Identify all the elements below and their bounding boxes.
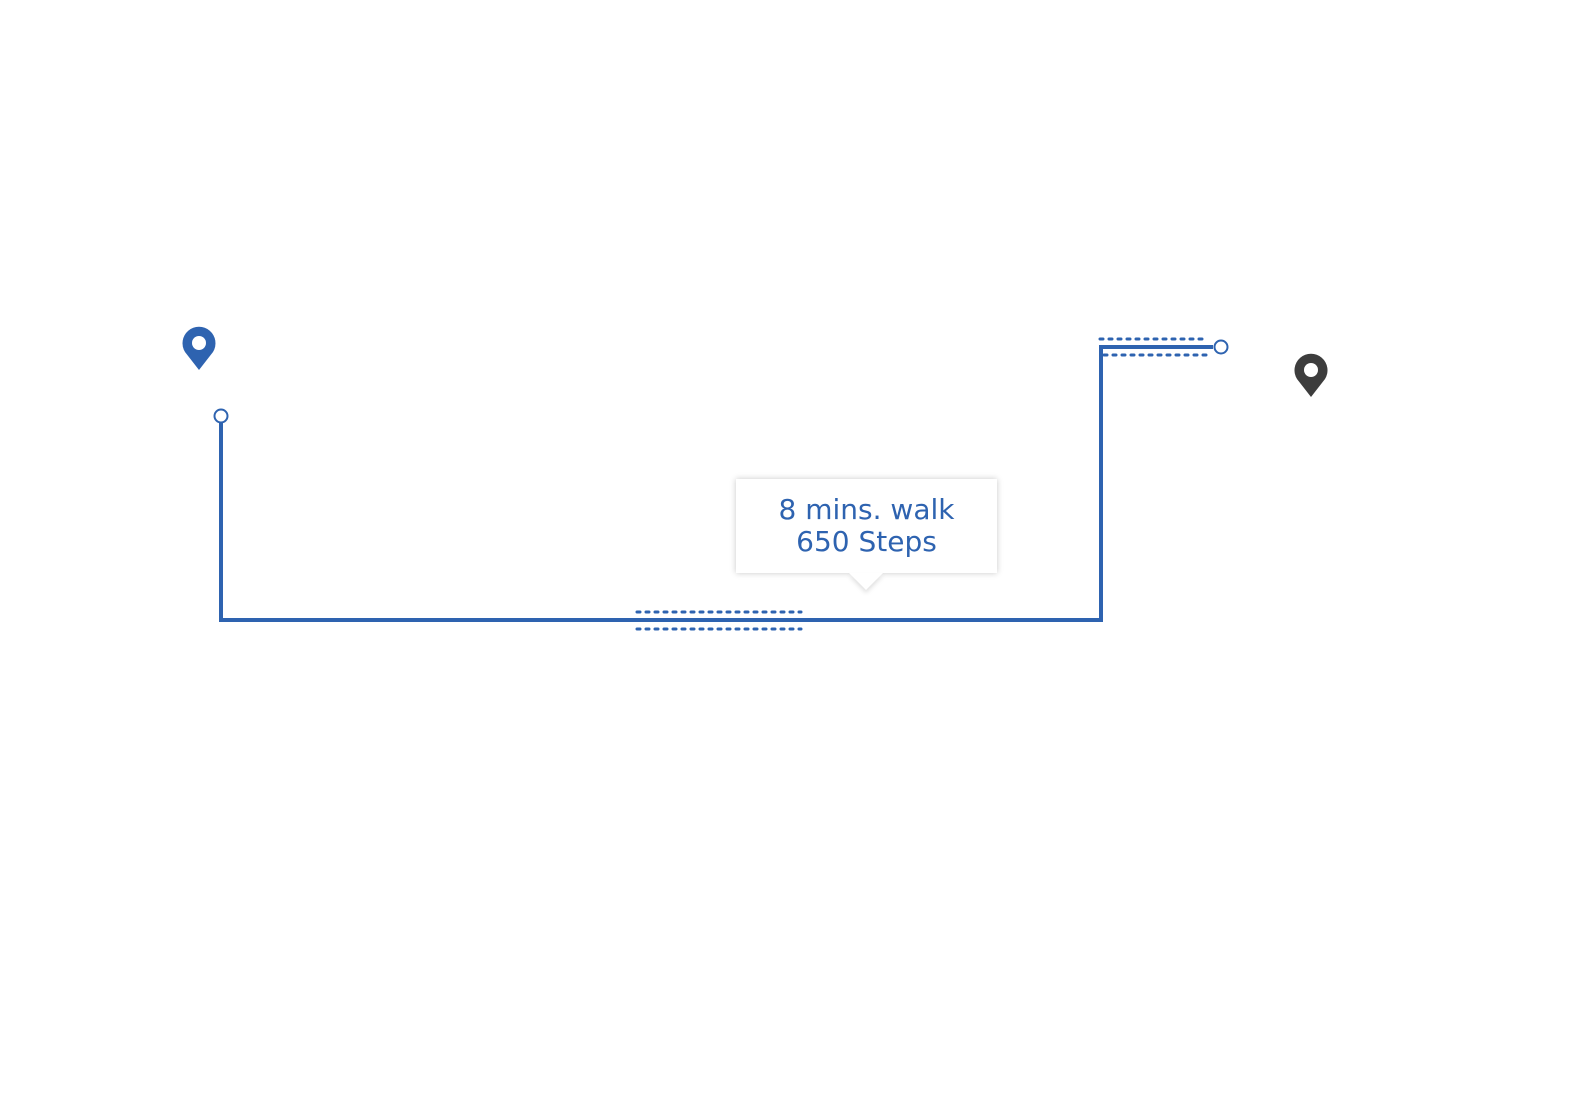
destination-pin-icon[interactable] xyxy=(1294,353,1328,397)
start-location-pin-icon[interactable] xyxy=(182,326,216,370)
dotted-route-segment-end xyxy=(1098,337,1210,357)
route-info-tooltip: 8 mins. walk 650 Steps xyxy=(736,479,997,573)
start-waypoint[interactable] xyxy=(213,408,229,424)
end-waypoint[interactable] xyxy=(1213,339,1229,355)
walk-time-text: 8 mins. walk xyxy=(778,493,955,526)
route-path xyxy=(219,345,1213,622)
step-count-text: 650 Steps xyxy=(796,525,937,558)
dotted-route-segment xyxy=(635,610,803,631)
